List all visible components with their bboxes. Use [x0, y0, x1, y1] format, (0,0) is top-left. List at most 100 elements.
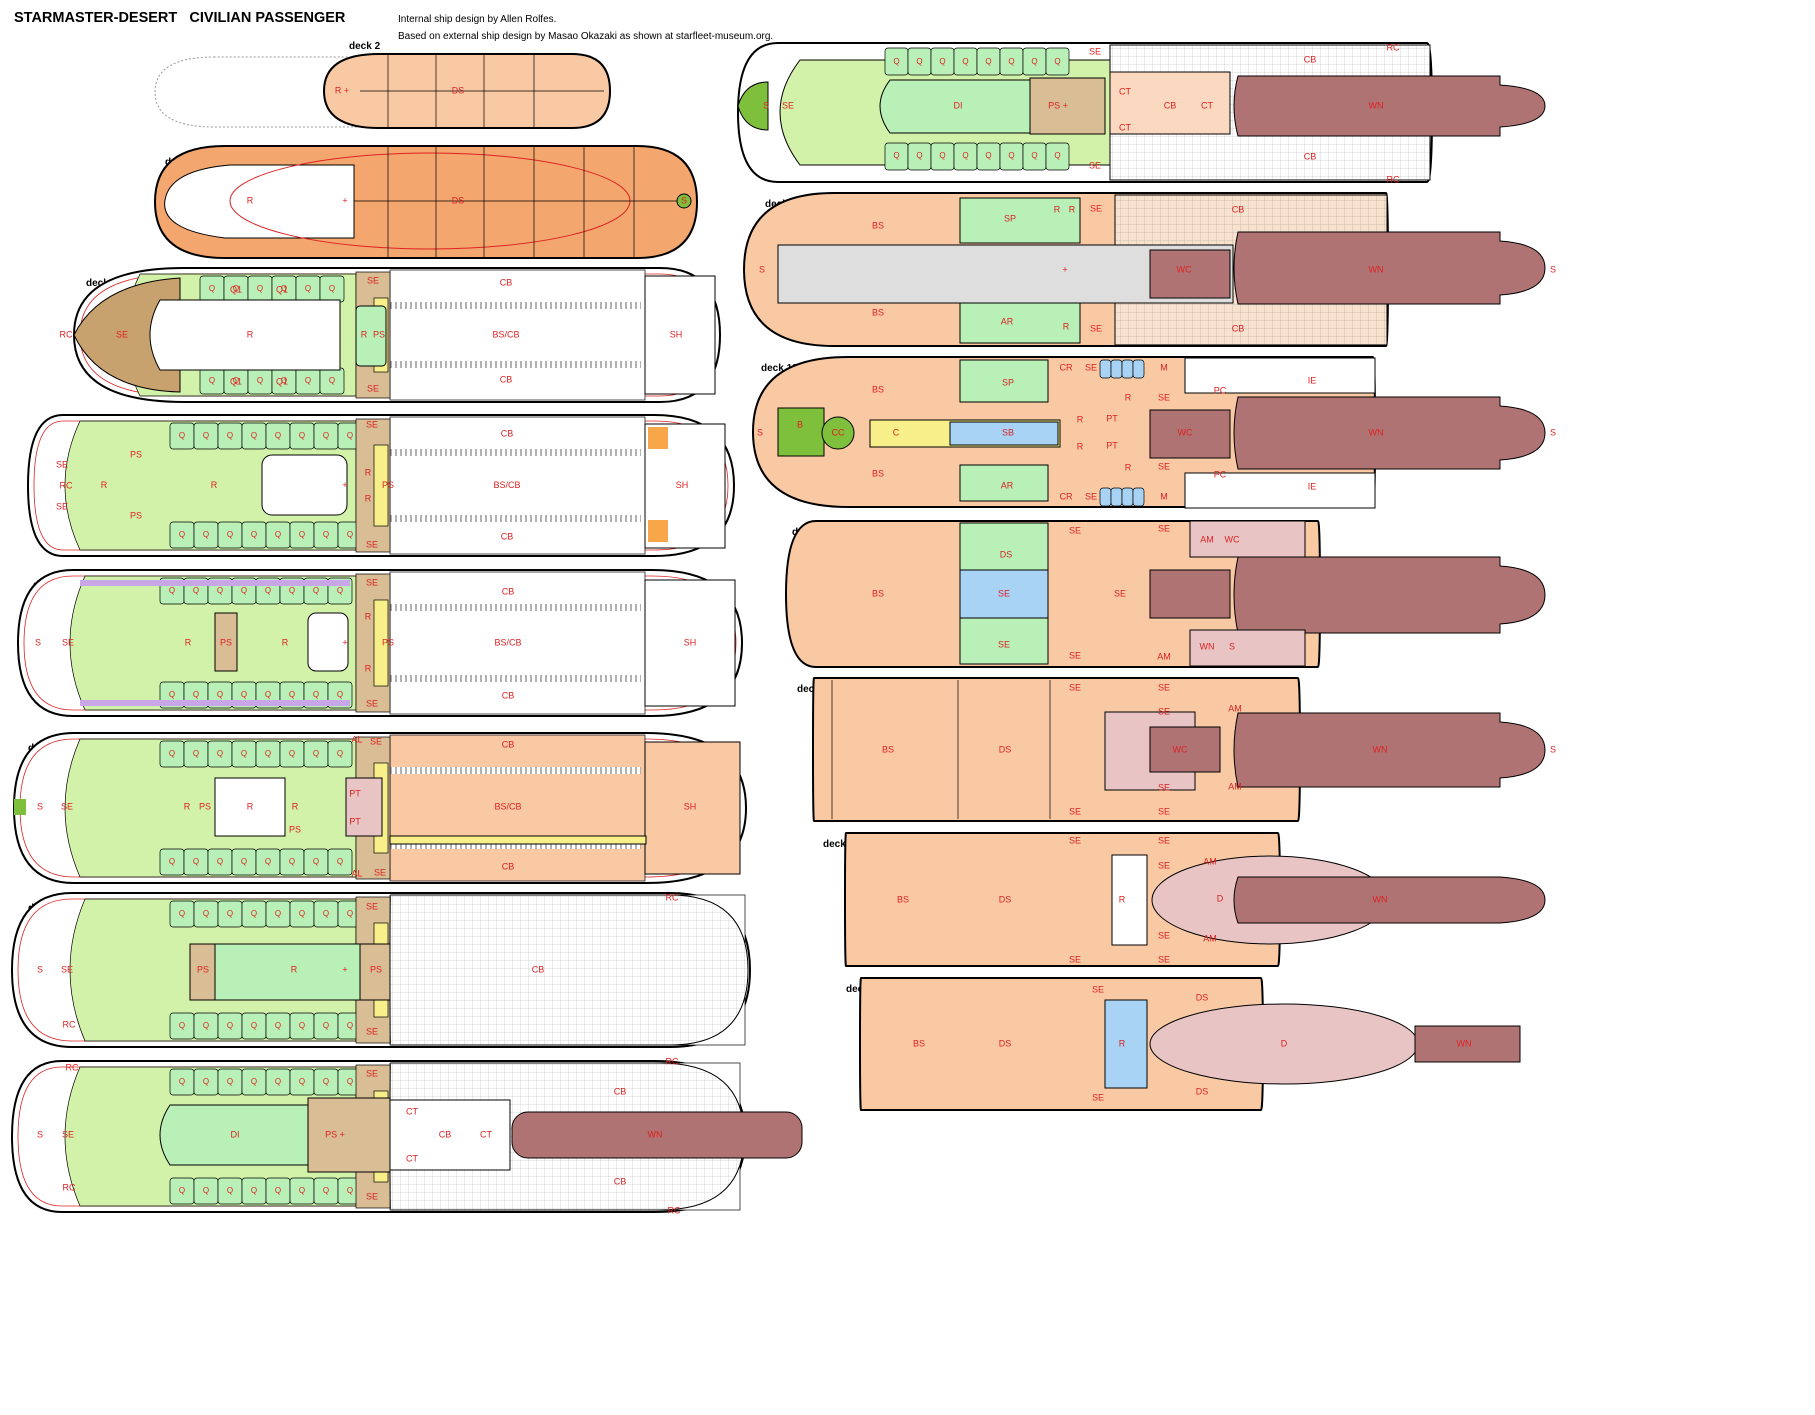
sp-room — [959, 197, 1081, 244]
ar — [959, 617, 1049, 665]
room-label: D — [1281, 1038, 1288, 1048]
source-credit: Based on external ship design by Masao O… — [398, 31, 774, 42]
room-label: R — [1125, 462, 1132, 472]
cargo-bay — [389, 269, 646, 401]
cargo-deck — [389, 894, 749, 1046]
cabin-tag: Q — [209, 376, 215, 385]
room-label: BS — [897, 894, 909, 904]
cabin — [1045, 142, 1070, 171]
cabin-tag: Q — [203, 1021, 209, 1030]
room-label: PC — [1214, 385, 1227, 395]
cabin-tag: Q — [916, 57, 922, 66]
room-label: R — [1063, 321, 1070, 331]
cabin-tag: Q — [203, 909, 209, 918]
lounge-void — [261, 454, 348, 516]
cabin-tag: Q — [347, 1021, 353, 1030]
cabin-tag: Q — [337, 749, 343, 758]
ar — [959, 464, 1049, 502]
shuttle-hangar — [644, 579, 736, 707]
accommodation-block — [64, 738, 357, 878]
room-label: BS — [872, 468, 884, 478]
room-label: CB — [502, 690, 515, 700]
deck-16: deck 16BSDSSESERDSDSDWN — [846, 977, 1521, 1111]
room-label: WC — [1177, 264, 1192, 274]
shuttle — [648, 520, 668, 542]
room-label: S — [37, 801, 43, 811]
cabin-tag: Q — [289, 586, 295, 595]
cabin-tag: Q — [1008, 57, 1014, 66]
cabin-tag: Q — [193, 749, 199, 758]
deck-3: deck 3R+DSS — [153, 145, 699, 259]
deck-label: deck 2 — [349, 41, 381, 52]
rail-bottom — [390, 675, 641, 682]
cabin-tag: Q — [305, 284, 311, 293]
room-label: SE — [116, 329, 128, 339]
room-label: PS — [289, 824, 301, 834]
cabin-tag: Q — [275, 909, 281, 918]
cabin-tag: Q — [203, 431, 209, 440]
cabin-tag: Q — [299, 1021, 305, 1030]
room-label: SE — [366, 1026, 378, 1036]
deck-14: deck 14BSDSSESESESESESEAMAMWCWNS — [797, 677, 1556, 822]
room-label: WN — [1369, 100, 1384, 110]
pt-block — [345, 777, 383, 837]
room-label: D — [1217, 893, 1224, 903]
warp-nacelle — [1233, 231, 1546, 305]
room-label: DS — [452, 195, 465, 205]
cabin-tag: Q — [233, 284, 239, 293]
pc-bay — [1189, 629, 1306, 667]
cabin — [327, 740, 353, 768]
room-label: AR — [1001, 316, 1014, 326]
cabin-tag: Q — [289, 690, 295, 699]
cabin-tag: Q — [299, 431, 305, 440]
room-label: AM — [1228, 703, 1242, 713]
cabin-tag: Q — [179, 909, 185, 918]
room-label: PT — [349, 788, 361, 798]
cabin-tag: Q — [251, 1021, 257, 1030]
room-label: C — [893, 427, 900, 437]
room-label: SE — [1069, 650, 1081, 660]
room-label: R — [184, 801, 191, 811]
cabin-tag: Q — [323, 530, 329, 539]
room-label: SE — [366, 539, 378, 549]
room-label: WN — [1369, 264, 1384, 274]
cabin-tag: Q — [985, 151, 991, 160]
room-label: PS — [199, 801, 211, 811]
room-label: SH — [684, 801, 697, 811]
cabin-tag: Q — [265, 749, 271, 758]
room-label: SP — [1004, 213, 1016, 223]
room-label: RC — [1387, 174, 1400, 184]
room-label: AM — [1200, 534, 1214, 544]
sb — [949, 421, 1059, 446]
cabin-tag: Q — [1054, 151, 1060, 160]
corridor — [373, 599, 389, 687]
dining — [214, 777, 286, 837]
room-label: SE — [1085, 362, 1097, 372]
room-label: R — [1077, 414, 1084, 424]
cabin-tag: Q — [169, 857, 175, 866]
room-label: S — [757, 427, 763, 437]
cabin-tag: Q — [893, 57, 899, 66]
cabin-tag: Q — [193, 690, 199, 699]
room-label: + — [342, 964, 347, 974]
room-label: SE — [1069, 806, 1081, 816]
room-label: CR — [1060, 491, 1073, 501]
cabin-tag: Q — [251, 431, 257, 440]
room-label: PS — [382, 637, 394, 647]
cc — [821, 416, 855, 450]
ps — [359, 943, 391, 1001]
cabin-tag: Q — [337, 857, 343, 866]
room-label: M — [1160, 491, 1168, 501]
room-label: AL — [351, 868, 362, 878]
rail-top — [390, 604, 641, 611]
room-label: CB — [500, 277, 513, 287]
room-label: R — [247, 801, 254, 811]
ps — [307, 1097, 391, 1173]
cabin-tag: Q — [203, 1186, 209, 1195]
room-label: CB — [1232, 323, 1245, 333]
room-label: R — [1125, 392, 1132, 402]
room-label: DS — [999, 1038, 1012, 1048]
cabin-tag: Q — [329, 284, 335, 293]
